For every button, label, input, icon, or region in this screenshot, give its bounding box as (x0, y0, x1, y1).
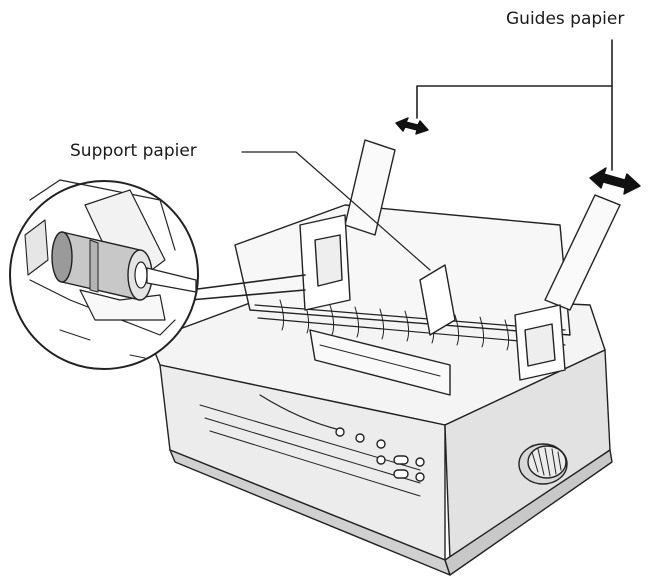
support-callout-line (241, 151, 431, 271)
zoom-detail (9, 179, 306, 370)
left-guide-arrow (395, 117, 429, 135)
guides-callout-lines (416, 39, 613, 171)
left-paper-guide (299, 139, 396, 311)
control-panel (309, 329, 451, 396)
control-buttons (335, 427, 425, 482)
right-guide-arrow (589, 167, 641, 195)
paper-guides-label: Guides papier (506, 9, 625, 29)
platen-knob (518, 443, 568, 485)
right-paper-guide (514, 194, 621, 381)
paper-support-label: Support papier (70, 141, 197, 161)
